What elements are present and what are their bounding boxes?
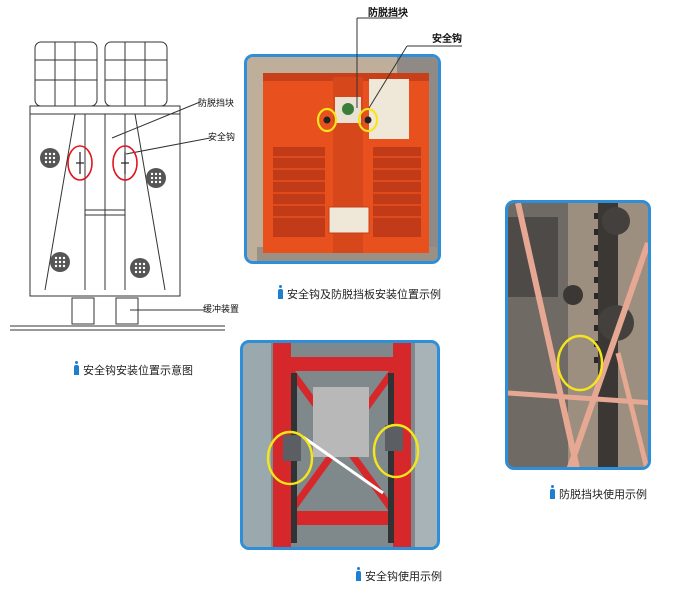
drawing-callout-buffer: 缓冲装置 <box>203 305 240 315</box>
photo1-callout-anti-drop: 防脱挡块 <box>368 8 408 19</box>
technical-drawing: 防脱挡块 安全钩 缓冲装置 <box>0 30 240 350</box>
drawing-callout-safety-hook: 安全钩 <box>208 133 236 143</box>
photo3-caption: 防脱挡块使用示例 <box>550 485 647 502</box>
highlight-marker <box>556 334 604 392</box>
photo-safety-hook-usage <box>240 340 440 550</box>
highlight-markers <box>266 423 420 486</box>
photo1-callout-safety-hook: 安全钩 <box>432 34 462 45</box>
drawing-callout-anti-drop: 防脱挡块 <box>198 99 235 109</box>
photo1-caption: 安全钩及防脱挡板安装位置示例 <box>278 285 441 302</box>
bullet-icon <box>356 567 361 581</box>
drawing-svg <box>10 41 225 331</box>
highlight-markers <box>316 107 379 133</box>
photo-cage-installation <box>244 54 441 264</box>
photo2-caption: 安全钩使用示例 <box>356 567 442 584</box>
drawing-caption: 安全钩安装位置示意图 <box>74 361 193 378</box>
hook-markers <box>67 145 138 181</box>
bullet-icon <box>74 361 79 375</box>
bullet-icon <box>278 285 283 299</box>
photo-anti-drop-block-usage <box>505 200 651 470</box>
bullet-icon <box>550 485 555 499</box>
photo1-leaders <box>356 17 462 109</box>
